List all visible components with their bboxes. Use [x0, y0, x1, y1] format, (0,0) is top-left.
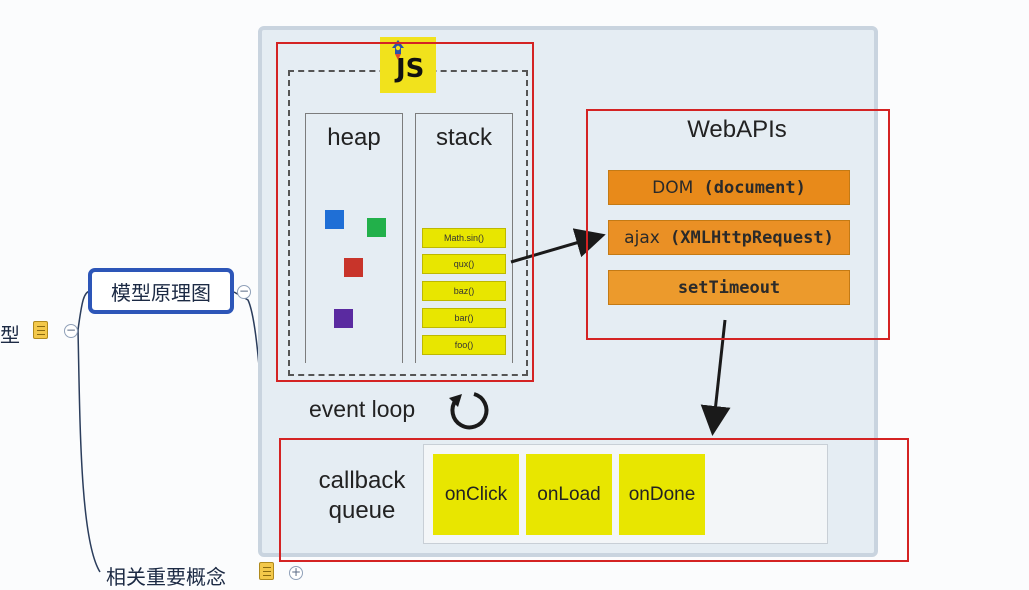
heap-column [305, 113, 403, 363]
api-settimeout: setTimeout [608, 270, 850, 305]
js-engine-highlight [276, 42, 534, 382]
topic-model-diagram[interactable]: 模型原理图 [88, 268, 234, 314]
event-loop-icon [449, 392, 489, 430]
api-settimeout-label: setTimeout [677, 277, 781, 298]
collapse-toggle-topic[interactable]: − [237, 284, 251, 299]
heap-object-green [367, 218, 386, 237]
heap-object-purple [334, 309, 353, 328]
api-ajax-name: ajax [624, 227, 660, 248]
callback-queue-highlight [279, 438, 909, 562]
note-icon[interactable] [33, 321, 48, 339]
webapis-label: WebAPIs [687, 116, 787, 143]
expand-toggle[interactable]: + [289, 565, 303, 580]
stack-frame: qux() [422, 254, 506, 274]
callback-queue-label: callback queue [300, 466, 424, 526]
api-dom-arg: (document) [703, 177, 806, 198]
stack-to-webapis-arrow [510, 228, 606, 264]
stack-column [415, 113, 513, 363]
heap-label: heap [327, 124, 381, 151]
parent-topic-label[interactable]: 型 [0, 323, 20, 347]
callback-item: onDone [619, 454, 705, 535]
callback-label-line2: queue [328, 497, 396, 524]
webapis-highlight [586, 109, 890, 340]
js-logo-text: JS [396, 54, 425, 84]
callback-item: onClick [433, 454, 519, 535]
topic-model-diagram-label: 模型原理图 [111, 280, 211, 305]
event-loop-label: event loop [309, 396, 416, 422]
callback-item: onLoad [526, 454, 612, 535]
stack-frame: foo() [422, 335, 506, 355]
js-logo: JS [380, 37, 436, 93]
stack-frame: baz() [422, 281, 506, 301]
rocket-icon [392, 40, 404, 60]
callback-label-line1: callback [318, 467, 406, 494]
api-ajax: ajax (XMLHttpRequest) [608, 220, 850, 255]
topic-related-concepts[interactable]: 相关重要概念 [106, 565, 226, 589]
stack-frame: Math.sin() [422, 228, 506, 248]
api-dom-name: DOM [652, 177, 694, 198]
api-ajax-arg: (XMLHttpRequest) [670, 227, 834, 248]
collapse-toggle[interactable]: − [64, 323, 78, 338]
heap-object-red [344, 258, 363, 277]
heap-object-blue [325, 210, 344, 229]
stack-label: stack [435, 124, 492, 151]
note-icon-related[interactable] [259, 562, 274, 580]
stack-frame: bar() [422, 308, 506, 328]
api-dom: DOM (document) [608, 170, 850, 205]
